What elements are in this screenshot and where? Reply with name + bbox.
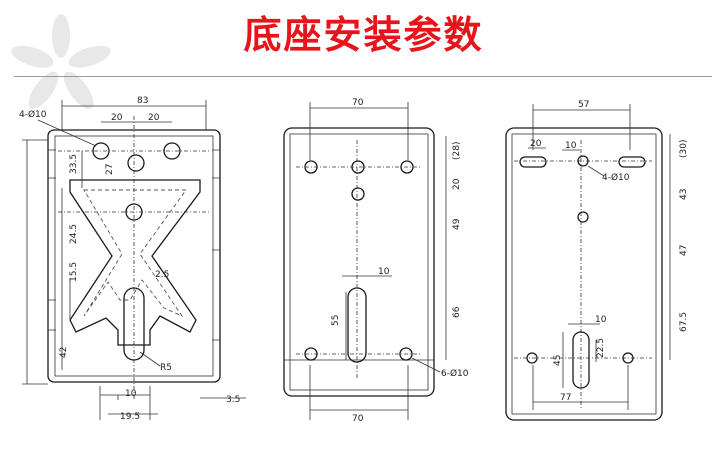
panel-c-dim-top bbox=[532, 104, 631, 150]
panel-c-dim-slot bbox=[562, 323, 600, 388]
panel-a-dim-overall bbox=[22, 139, 48, 385]
panel-c-dim-43: 43 bbox=[679, 189, 689, 200]
panel-b-dim-20: 20 bbox=[452, 178, 462, 190]
panel-b-dim-bottom bbox=[309, 365, 409, 420]
panel-a-dim-27: 27 bbox=[105, 164, 115, 175]
panel-a-side-3-5: 3.5 bbox=[226, 395, 240, 405]
panel-a-radius-leader bbox=[139, 351, 161, 367]
panel-b-width-bottom: 70 bbox=[352, 414, 364, 424]
panel-c-width-bottom: 77 bbox=[560, 393, 571, 403]
panel-a-dim-42: 42 bbox=[59, 347, 69, 358]
panel-c-leader bbox=[587, 165, 605, 177]
panel-a-hole bbox=[127, 154, 145, 172]
panel-c-slot-left bbox=[519, 156, 547, 168]
panel-a-holes-label: 4-Ø10 bbox=[19, 109, 47, 120]
panel-c-holes-label: 4-Ø10 bbox=[602, 172, 630, 183]
panel-c-dim-30: (30) bbox=[679, 140, 689, 158]
panel-c-centerlines bbox=[514, 140, 652, 408]
panel-a-centerlines bbox=[58, 116, 210, 400]
panel-c-dim-67-5: 67.5 bbox=[679, 312, 689, 332]
panel-b-leader bbox=[411, 357, 441, 373]
panel-a-spacing-left: 20 bbox=[111, 113, 123, 123]
panel-a-dim-15-5: 15.5 bbox=[69, 262, 79, 282]
panel-c-plate-inner bbox=[511, 133, 657, 415]
panel-b-centerlines bbox=[296, 140, 422, 380]
panel-c-dim-slots bbox=[528, 147, 580, 151]
panel-c-slot-10: 10 bbox=[565, 141, 577, 151]
asterisk-watermark-icon bbox=[11, 14, 111, 109]
title-divider bbox=[14, 76, 712, 77]
panel-a-spacing-right: 20 bbox=[148, 113, 160, 123]
panel-b-dim-49: 49 bbox=[452, 218, 462, 230]
panel-a-bottom-10: 10 bbox=[125, 389, 137, 399]
panel-b-plate-outline bbox=[283, 127, 435, 397]
panel-c-dim-47: 47 bbox=[679, 245, 689, 256]
panel-b-dim-slot bbox=[342, 275, 392, 360]
panel-c-dim-45: 45 bbox=[553, 355, 563, 366]
panel-b-slot-width: 10 bbox=[378, 267, 390, 277]
panel-b-hole bbox=[351, 187, 365, 201]
panel-a-radius-label: R5 bbox=[160, 363, 172, 373]
panel-a-x-inner bbox=[83, 189, 187, 318]
panel-c-dim-22-5: 22.5 bbox=[596, 338, 606, 358]
panel-a-dim-83 bbox=[61, 100, 207, 130]
panel-b-plate-inner bbox=[289, 133, 429, 391]
panel-b-dim-top bbox=[309, 102, 409, 160]
panel-b-dim-66: 66 bbox=[452, 306, 462, 318]
panel-c-slot-right bbox=[618, 156, 646, 168]
panel-c-hole bbox=[577, 211, 589, 223]
panel-a-dim-bottom bbox=[99, 386, 246, 420]
panel-b-drawing: 70 (28) 20 49 10 55 66 6-Ø10 70 bbox=[283, 98, 469, 424]
panel-a-flange-marks bbox=[48, 149, 220, 341]
panel-c-plate-outline bbox=[505, 127, 663, 421]
panel-a-angle-dim: 2.5 bbox=[155, 270, 169, 280]
panel-b-hole bbox=[399, 347, 413, 361]
panel-a-bottom-19-5: 19.5 bbox=[120, 412, 140, 422]
panel-a-x-cutout bbox=[69, 179, 201, 346]
panel-a-plate-outline bbox=[47, 129, 221, 383]
panel-a-leader bbox=[37, 119, 97, 147]
panel-b-dim-28: (28) bbox=[452, 142, 462, 160]
panel-a-width-label: 83 bbox=[137, 96, 148, 106]
panel-b-slot-length: 55 bbox=[331, 315, 341, 326]
panel-c-dim-bottom bbox=[532, 365, 629, 410]
panel-c-slot-20: 20 bbox=[530, 139, 542, 149]
panel-a-drawing: 4-Ø10 83 20 20 33.5 27 24.5 15.5 42 2.5 … bbox=[19, 96, 246, 422]
panel-b-width-top: 70 bbox=[352, 98, 364, 108]
panel-a-dim-33-5: 33.5 bbox=[69, 154, 79, 174]
panel-a-dim-verticals bbox=[61, 151, 83, 370]
panel-c-slot-width: 10 bbox=[595, 315, 607, 325]
panel-b-holes-label: 6-Ø10 bbox=[441, 368, 469, 379]
panel-c-drawing: 57 20 10 4-Ø10 (30) 43 47 67.5 10 45 22.… bbox=[505, 100, 689, 421]
page-title: 底座安装参数 bbox=[243, 13, 484, 57]
panel-c-width-top: 57 bbox=[578, 100, 589, 110]
panel-a-dim-24-5: 24.5 bbox=[69, 224, 79, 244]
